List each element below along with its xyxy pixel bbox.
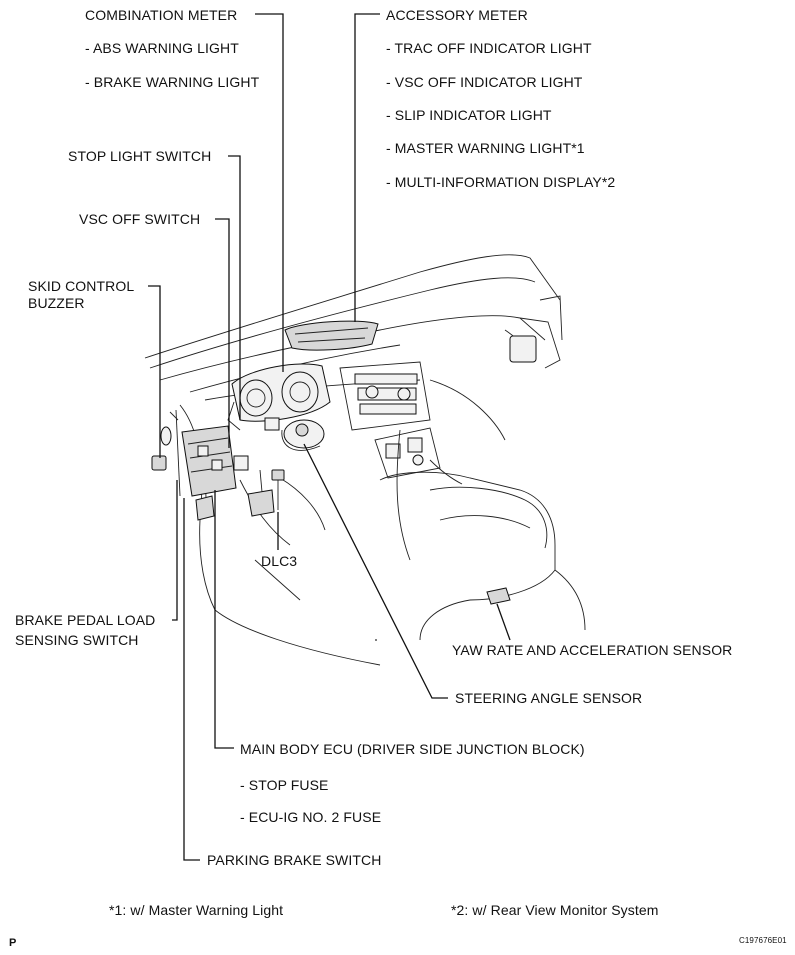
label-yaw-rate-sensor: YAW RATE AND ACCELERATION SENSOR [452, 642, 733, 658]
label-skid-control-line1: SKID CONTROL [28, 278, 135, 294]
label-main-body-ecu: MAIN BODY ECU (DRIVER SIDE JUNCTION BLOC… [240, 741, 585, 757]
label-slip-indicator: - SLIP INDICATOR LIGHT [386, 107, 552, 123]
label-stop-fuse: - STOP FUSE [240, 777, 329, 793]
label-master-warning-light: - MASTER WARNING LIGHT*1 [386, 140, 585, 156]
label-vsc-off-switch: VSC OFF SWITCH [79, 211, 201, 227]
footnote-rear-view-monitor: *2: w/ Rear View Monitor System [451, 902, 659, 918]
dashboard-outline [144, 254, 586, 666]
accessory-meter-shape [284, 320, 379, 351]
steering-angle-sensor-shape [264, 417, 325, 451]
label-abs-warning-light: - ABS WARNING LIGHT [85, 40, 239, 56]
label-dlc3: DLC3 [261, 553, 298, 569]
figure-code: C197676E01 [739, 936, 787, 945]
label-combination-meter: COMBINATION METER [85, 7, 238, 23]
label-accessory-meter: ACCESSORY METER [386, 7, 528, 23]
label-ecu-ig-fuse: - ECU-IG NO. 2 FUSE [240, 809, 382, 825]
skid-control-buzzer-shape [151, 426, 172, 471]
label-skid-control-line2: BUZZER [28, 295, 85, 311]
combination-meter-shape [227, 363, 331, 431]
label-brake-warning-light: - BRAKE WARNING LIGHT [85, 74, 260, 90]
corner-mark-left: P [9, 937, 17, 949]
label-brake-pedal-line1: BRAKE PEDAL LOAD [15, 612, 156, 628]
label-stop-light-switch: STOP LIGHT SWITCH [68, 148, 212, 164]
label-multi-information-display: - MULTI-INFORMATION DISPLAY*2 [386, 174, 616, 190]
junction-block-shape [169, 409, 249, 497]
label-trac-off-indicator: - TRAC OFF INDICATOR LIGHT [386, 40, 592, 56]
dlc3-shape [271, 469, 285, 510]
label-steering-angle-sensor: STEERING ANGLE SENSOR [455, 690, 643, 706]
yaw-rate-sensor-shape [486, 587, 511, 605]
label-brake-pedal-line2: SENSING SWITCH [15, 632, 139, 648]
footnote-master-warning: *1: w/ Master Warning Light [109, 902, 284, 918]
label-vsc-off-indicator: - VSC OFF INDICATOR LIGHT [386, 74, 583, 90]
leader-lines [148, 13, 511, 861]
label-parking-brake-switch: PARKING BRAKE SWITCH [207, 852, 382, 868]
